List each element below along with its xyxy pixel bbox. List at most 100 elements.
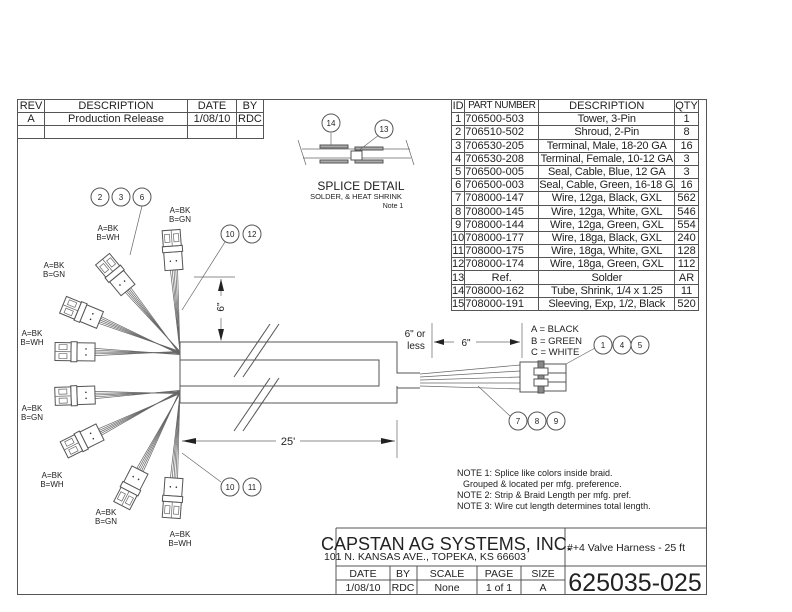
bom-part-header: PART NUMBER — [464, 98, 540, 114]
branch-wire — [130, 287, 181, 355]
two-pin-connector — [94, 252, 136, 297]
bom-description: Wire, 12ga, White, GXL — [538, 204, 676, 219]
connector-label-a: A=BK — [98, 224, 119, 233]
branch-wire — [170, 393, 181, 478]
rev-header: REV — [17, 99, 45, 113]
balloon-13 — [374, 119, 394, 139]
bom-part-number: Ref. — [464, 270, 540, 285]
bom-qty: 16 — [674, 178, 699, 193]
connector-label-b: B=GN — [95, 517, 117, 526]
bom-qty: 8 — [674, 125, 699, 140]
dim-length: 25' — [281, 436, 295, 448]
bom-part-number: 708000-162 — [464, 283, 540, 298]
bom-description: Terminal, Male, 18-20 GA — [538, 138, 676, 153]
bom-description: Sleeving, Exp, 1/2, Black — [538, 296, 676, 312]
balloon-11 — [242, 477, 262, 497]
bom-qty: 546 — [674, 204, 699, 219]
bom-table: ID PART NUMBER DESCRIPTION QTY 1 706500-5… — [450, 98, 699, 312]
branch-connectors — [54, 228, 184, 520]
rev-value: A — [17, 112, 45, 126]
title-block: CAPSTAN AG SYSTEMS, INC. 101 N. KANSAS A… — [321, 527, 706, 597]
note-3: NOTE 3: Wire cut length determines total… — [457, 501, 651, 511]
balloon-11-label: 11 — [248, 483, 257, 492]
branch-wire — [136, 393, 181, 469]
two-pin-connector — [54, 385, 96, 407]
balloon-6-label: 6 — [140, 193, 145, 202]
tb-value-page: 1 of 1 — [486, 582, 512, 594]
bom-id: 15 — [450, 296, 466, 312]
tb-value-scale: None — [434, 582, 459, 594]
bom-header-row: ID PART NUMBER DESCRIPTION QTY — [450, 98, 699, 114]
tb-header-date: DATE — [349, 568, 376, 580]
bom-description: Terminal, Female, 10-12 GA — [538, 151, 676, 166]
branch-wires-top — [94, 269, 181, 356]
bom-description: Solder — [538, 270, 676, 285]
bom-id: 9 — [450, 217, 466, 232]
bom-id: 6 — [450, 178, 466, 193]
balloon-4-label: 4 — [620, 341, 625, 350]
rev-description: Production Release — [44, 112, 188, 126]
branch-wire — [94, 351, 181, 354]
dim-tail: 6" — [461, 338, 471, 349]
balloon-14-label: 14 — [327, 119, 336, 128]
description-header: DESCRIPTION — [44, 99, 188, 113]
branch-wire — [98, 393, 181, 430]
two-pin-connector — [54, 341, 96, 363]
bom-part-number: 708000-191 — [464, 296, 540, 312]
bom-part-number: 706500-503 — [464, 112, 540, 127]
connector-label-a: A=BK — [22, 404, 43, 413]
tb-value-by: RDC — [392, 582, 415, 594]
rev-by: RDC — [236, 112, 264, 126]
bom-description: Wire, 18ga, Black, GXL — [538, 230, 676, 246]
bom-qty: 240 — [674, 230, 699, 246]
bom-id: 8 — [450, 204, 466, 219]
drawing-title: #+4 Valve Harness - 25 ft — [567, 542, 685, 554]
tb-header-size: SIZE — [531, 568, 554, 580]
tb-header-by: BY — [396, 568, 410, 580]
bom-id: 14 — [450, 283, 466, 298]
bom-description: Seal, Cable, Green, 16-18 GA — [538, 178, 676, 193]
balloon-5 — [630, 335, 650, 355]
balloon-10-top — [220, 224, 240, 244]
bom-qty: 554 — [674, 217, 699, 232]
bom-id: 10 — [450, 230, 466, 246]
bom-part-number: 706530-205 — [464, 138, 540, 153]
splice-detail-title: SPLICE DETAIL — [317, 179, 404, 193]
bom-qty-header: QTY — [674, 98, 699, 114]
tower-connector — [519, 360, 567, 394]
revision-header-row: REV DESCRIPTION DATE BY — [17, 99, 264, 113]
rev-date: 1/08/10 — [187, 112, 237, 126]
bom-qty: 562 — [674, 191, 699, 206]
company-address: 101 N. KANSAS AVE., TOPEKA, KS 66603 — [324, 551, 526, 563]
bom-description: Wire, 12ga, Green, GXL — [538, 217, 676, 232]
bom-description-header: DESCRIPTION — [538, 98, 676, 114]
bom-id: 4 — [450, 151, 466, 166]
bom-description: Shroud, 2-Pin — [538, 125, 676, 140]
branch-wire — [95, 390, 181, 398]
connector-label-b: B=GN — [21, 413, 43, 422]
connector-label-b: B=WH — [168, 539, 192, 548]
splice-detail: 14 13 SPLICE DETAIL SOLDER, & HEAT SHRIN… — [297, 113, 415, 210]
splice-detail-subtitle: SOLDER, & HEAT SHRINK — [310, 192, 402, 201]
bom-qty: 3 — [674, 151, 699, 166]
bom-id: 2 — [450, 125, 466, 140]
bom-id: 13 — [450, 270, 466, 285]
by-header: BY — [236, 99, 264, 113]
branch-wires-bottom — [94, 390, 181, 479]
drawing-frame — [17, 99, 707, 595]
two-pin-connector — [59, 423, 105, 459]
bom-part-number: 706510-502 — [464, 125, 540, 140]
revision-row: A Production Release 1/08/10 RDC — [17, 112, 264, 126]
bom-qty: 1 — [674, 112, 699, 127]
branch-wire — [177, 269, 181, 355]
bom-qty: 520 — [674, 296, 699, 312]
